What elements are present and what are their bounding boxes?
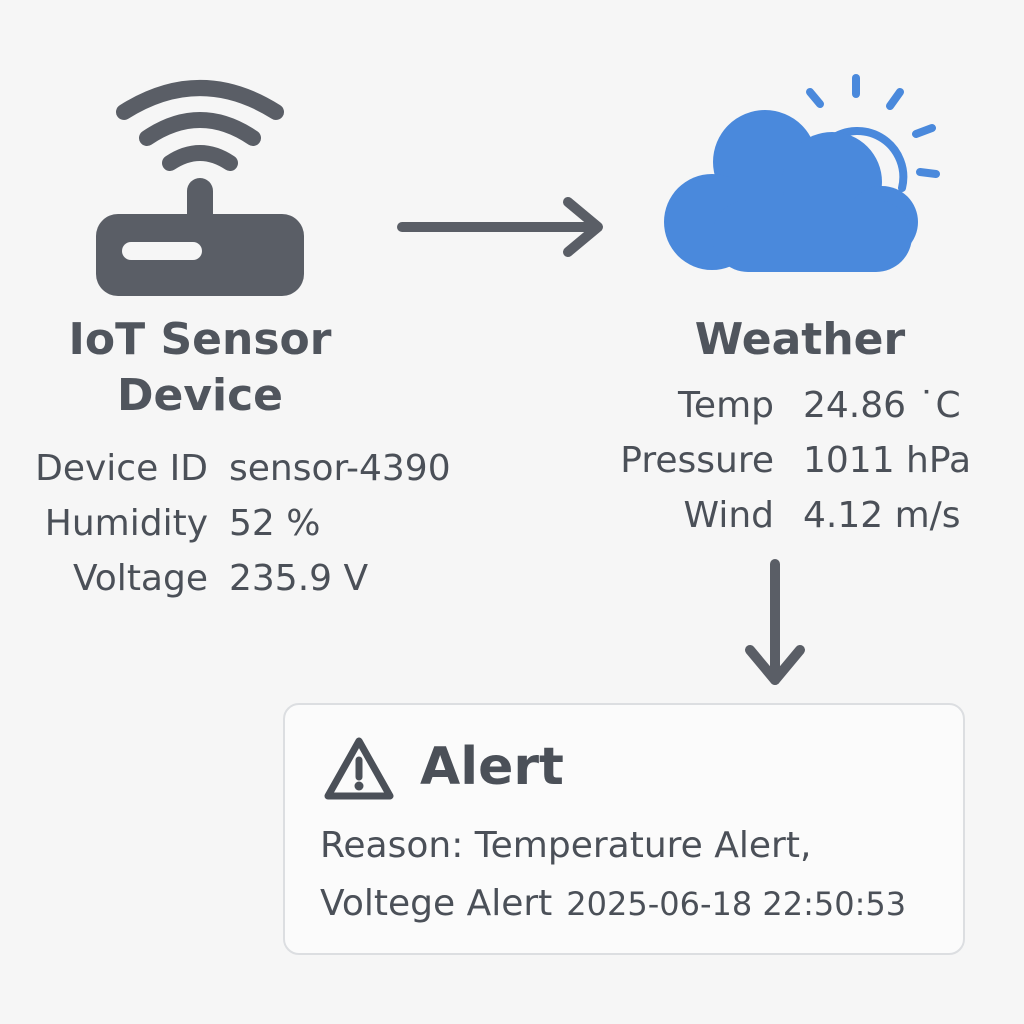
weather-title: Weather xyxy=(694,314,906,365)
alert-reason-line2: Voltege Alert 2025-06-18 22:50:53 xyxy=(320,875,906,933)
arrow-down-icon xyxy=(745,559,805,685)
alert-reason-line1: Reason: Temperature Alert, xyxy=(320,825,812,866)
partly-cloudy-icon xyxy=(664,74,940,272)
sensor-field-label: Humidity xyxy=(44,503,208,544)
sensor-field-value: sensor-4390 xyxy=(229,448,451,489)
alert-reason-continuation: Voltege Alert xyxy=(320,883,553,924)
weather-field-values: 24.86 ˙C 1011 hPa 4.12 m/s xyxy=(803,378,1003,543)
alert-card xyxy=(283,703,965,955)
sensor-field-values: sensor-4390 52 % 235.9 V xyxy=(229,441,489,606)
wifi-router-icon xyxy=(96,80,304,296)
sensor-field-value: 235.9 V xyxy=(229,558,369,599)
sensor-field-labels: Device ID Humidity Voltage xyxy=(10,441,208,606)
sensor-title-line2: Device xyxy=(116,370,284,421)
weather-field-label: Temp xyxy=(678,385,774,426)
sensor-field-label: Device ID xyxy=(35,448,208,489)
weather-field-value: 4.12 m/s xyxy=(803,495,961,536)
alert-timestamp: 2025-06-18 22:50:53 xyxy=(566,885,907,923)
arrow-right-icon xyxy=(397,197,603,257)
sensor-field-value: 52 % xyxy=(229,503,321,544)
alert-title: Alert xyxy=(420,737,564,797)
sensor-title-line1: IoT Sensor xyxy=(68,314,332,365)
sensor-field-label: Voltage xyxy=(72,558,208,599)
weather-field-value: 24.86 ˙C xyxy=(803,385,961,426)
warning-triangle-icon xyxy=(324,737,394,800)
weather-field-labels: Temp Pressure Wind xyxy=(580,378,774,543)
weather-field-label: Pressure xyxy=(620,440,774,481)
sensor-title: IoT Sensor Device xyxy=(40,312,360,424)
weather-field-label: Wind xyxy=(683,495,774,536)
weather-field-value: 1011 hPa xyxy=(803,440,972,481)
